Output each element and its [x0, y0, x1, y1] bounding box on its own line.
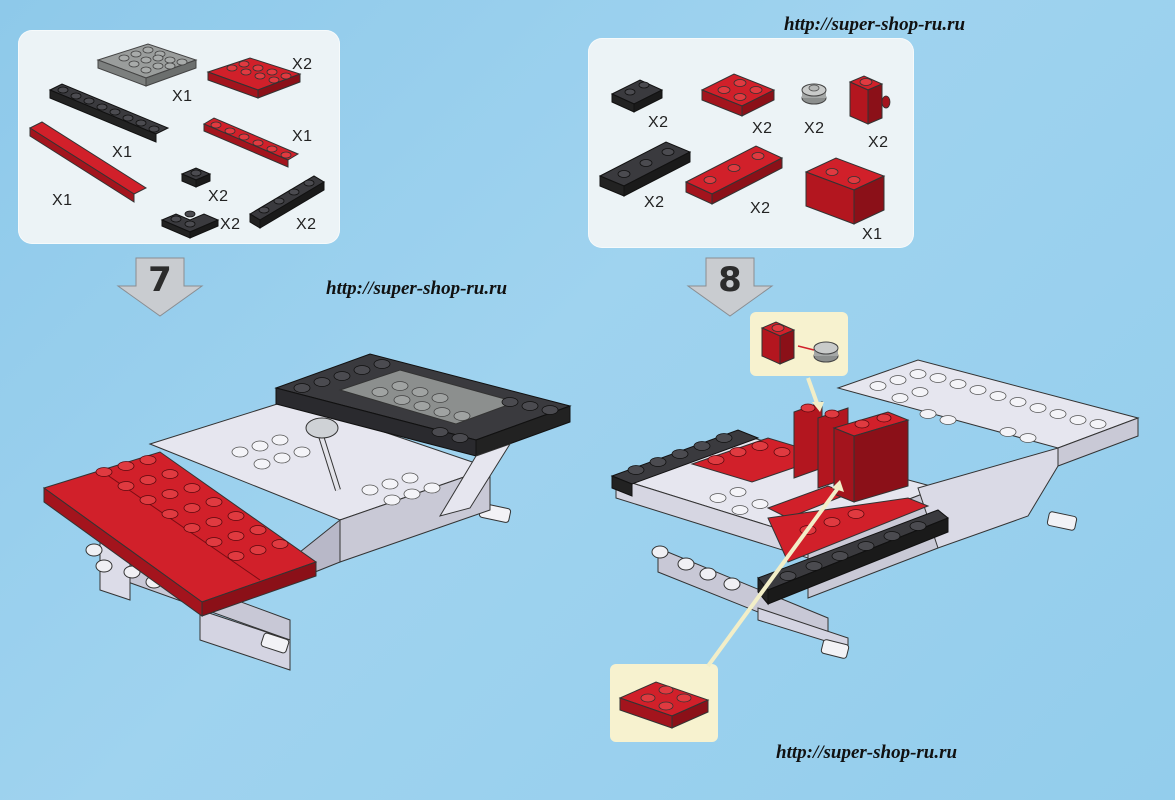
black-plate-1x8-icon — [48, 83, 170, 143]
callout-red-plate-2x2 — [610, 664, 718, 742]
qty-red-plate-1x6: X1 — [292, 128, 313, 145]
qty-red-plate-1x3: X2 — [750, 200, 771, 217]
red-plate-2x2-icon — [700, 73, 776, 117]
watermark-top: http://super-shop-ru.ru — [784, 14, 966, 35]
step-7-parts-panel: X1 X2 X1 X1 X1 X2 X2 X2 — [18, 30, 340, 244]
qty-red-brick-1x1-side-stud: X2 — [868, 134, 889, 151]
qty-black-plate-1x1: X2 — [208, 188, 229, 205]
step-7-assembly-illustration — [42, 353, 572, 671]
qty-gray-round-stud: X2 — [804, 120, 825, 137]
red-plate-2x4-icon — [206, 57, 302, 99]
qty-black-plate-1x8: X1 — [112, 144, 133, 161]
step-8-arrow: 8 — [686, 257, 774, 317]
qty-black-plate-1x2: X2 — [648, 114, 669, 131]
step-8-parts-panel: X2 X2 X2 X2 X2 X2 X1 — [588, 38, 914, 248]
down-arrow-icon — [116, 257, 204, 317]
gray-plate-4x4-icon — [96, 43, 198, 87]
down-arrow-icon — [686, 257, 774, 317]
axle-pin-icon — [1046, 511, 1078, 531]
step-7-parts-art — [28, 43, 325, 239]
qty-black-plate-1x4: X2 — [296, 216, 317, 233]
qty-black-corner-plate: X2 — [220, 216, 241, 233]
red-plate-1x3-icon — [684, 145, 784, 205]
black-plate-1x2-icon — [610, 79, 664, 113]
qty-red-tile-1x8: X1 — [52, 192, 73, 209]
step-number-8: 8 — [718, 260, 742, 300]
black-corner-plate-icon — [160, 210, 220, 239]
callout-side-stud-brick — [750, 312, 848, 376]
qty-red-brick-1x2: X1 — [862, 226, 883, 243]
black-plate-1x3-icon — [598, 141, 692, 197]
qty-red-plate-2x2: X2 — [752, 120, 773, 137]
black-plate-1x4-icon — [249, 175, 325, 229]
step-7-arrow: 7 — [116, 257, 204, 317]
qty-red-plate-2x4: X2 — [292, 56, 313, 73]
axle-pin-icon — [260, 632, 290, 654]
red-tile-1x8-icon — [28, 121, 148, 203]
gray-round-stud-icon — [801, 83, 827, 105]
qty-black-plate-1x3: X2 — [644, 194, 665, 211]
qty-gray-plate-4x4: X1 — [172, 88, 193, 105]
step-8-parts-art — [598, 73, 891, 225]
red-brick-1x1-side-stud-icon — [848, 75, 891, 125]
step-8-assembly-illustration — [610, 359, 1140, 668]
axle-pin-icon — [820, 639, 850, 659]
step-number-7: 7 — [148, 260, 172, 300]
red-plate-1x6-icon — [202, 117, 300, 168]
black-plate-1x1-icon — [180, 167, 212, 188]
watermark-middle: http://super-shop-ru.ru — [326, 278, 508, 299]
red-brick-1x2-icon — [804, 157, 886, 225]
red-brick-1x1-side-stud-icon — [760, 321, 839, 365]
red-plate-2x2-icon — [618, 681, 710, 729]
watermark-bottom: http://super-shop-ru.ru — [776, 742, 958, 763]
